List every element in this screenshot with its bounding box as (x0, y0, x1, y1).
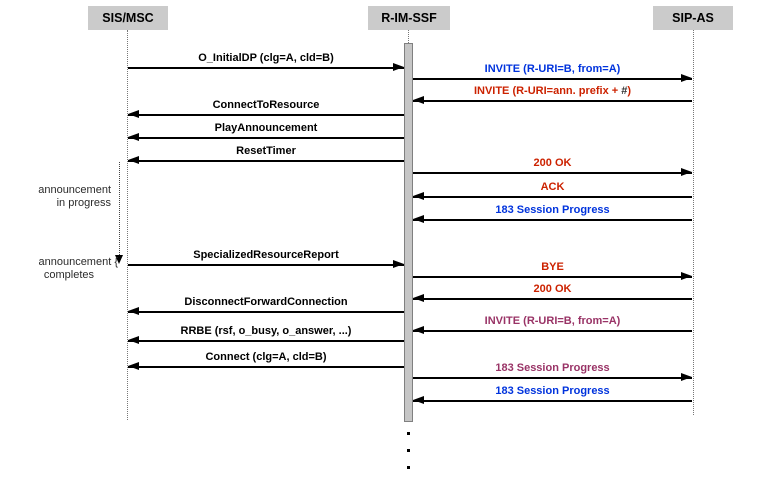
annotation-announcement-in-progress: announcement in progress (0, 184, 111, 210)
message-label: Connect (clg=A, cld=B) (128, 350, 404, 364)
message-label-part: INVITE (R-URI=B, from=A) (484, 315, 621, 327)
message-label-part: Connect (clg=A, cld=B) (205, 351, 327, 363)
arrowhead-left-icon (128, 156, 139, 164)
message-label-part: 183 Session Progress (495, 204, 610, 216)
message-label: BYE (413, 260, 692, 274)
arrowhead-right-icon (681, 373, 692, 381)
message-label: ACK (413, 180, 692, 194)
message-label-part: DisconnectForwardConnection (184, 296, 348, 308)
message-label: INVITE (R-URI=ann. prefix + #) (413, 84, 692, 98)
arrowhead-left-icon (413, 294, 424, 302)
message-line (128, 311, 404, 313)
message-line (413, 172, 692, 174)
message-label-part: 183 Session Progress (495, 362, 610, 374)
continuation-dot (407, 449, 410, 452)
arrowhead-right-icon (681, 168, 692, 176)
arrowhead-left-icon (128, 110, 139, 118)
arrowhead-left-icon (413, 326, 424, 334)
message-label-part: O_InitialDP (clg=A, cld=B) (198, 52, 334, 64)
actor-box-r-im-ssf: R-IM-SSF (368, 6, 450, 30)
continuation-dot (407, 466, 410, 469)
arrow-down-icon (115, 255, 123, 264)
message-line (413, 196, 692, 198)
message-line (413, 78, 692, 80)
message-label-part: INVITE (R-URI=ann. prefix + (473, 85, 622, 97)
annotation-line: in progress (56, 197, 111, 209)
message-label-part: ConnectToResource (212, 99, 320, 111)
message-label: O_InitialDP (clg=A, cld=B) (128, 51, 404, 65)
annotation-line: announcement { (38, 256, 118, 268)
message-label-part: SpecializedResourceReport (193, 249, 339, 261)
message-label-part: ACK (540, 181, 565, 193)
message-line (413, 276, 692, 278)
arrowhead-right-icon (393, 260, 404, 268)
lifeline-r-im-ssf (408, 30, 409, 43)
message-line (413, 330, 692, 332)
message-label-part: RRBE (rsf, o_busy, o_answer, ...) (180, 325, 352, 337)
message-line (128, 340, 404, 342)
arrowhead-right-icon (393, 63, 404, 71)
message-label-part: PlayAnnouncement (214, 122, 318, 134)
lifeline-sis-msc (127, 30, 128, 420)
actor-box-sis-msc: SIS/MSC (88, 6, 168, 30)
arrowhead-left-icon (128, 336, 139, 344)
message-line (413, 100, 692, 102)
arrowhead-left-icon (128, 362, 139, 370)
message-label: DisconnectForwardConnection (128, 295, 404, 309)
message-label-part: BYE (541, 261, 564, 273)
message-label-part: 183 Session Progress (495, 385, 610, 397)
message-label-part: ResetTimer (236, 145, 296, 157)
arrowhead-right-icon (681, 74, 692, 82)
message-line (413, 298, 692, 300)
continuation-dot (407, 432, 410, 435)
activation-bar-r-im-ssf (404, 43, 413, 422)
arrowhead-left-icon (413, 96, 424, 104)
announcement-duration-dotted-line (119, 162, 120, 255)
message-line (128, 264, 404, 266)
message-line (413, 377, 692, 379)
message-line (413, 219, 692, 221)
actor-box-sip-as: SIP-AS (653, 6, 733, 30)
message-label: 183 Session Progress (413, 384, 692, 398)
message-line (128, 366, 404, 368)
message-label: RRBE (rsf, o_busy, o_answer, ...) (128, 324, 404, 338)
arrowhead-left-icon (413, 192, 424, 200)
message-label-part: INVITE (R-URI=B, from=A) (484, 63, 621, 75)
annotation-line: announcement (38, 184, 111, 196)
message-label: ResetTimer (128, 144, 404, 158)
message-label: INVITE (R-URI=B, from=A) (413, 314, 692, 328)
message-label: 200 OK (413, 282, 692, 296)
message-label-part: # (621, 85, 628, 97)
message-label: INVITE (R-URI=B, from=A) (413, 62, 692, 76)
arrowhead-left-icon (128, 307, 139, 315)
message-label: 200 OK (413, 156, 692, 170)
message-label: ConnectToResource (128, 98, 404, 112)
message-label-part: 200 OK (533, 283, 572, 295)
message-label: SpecializedResourceReport (128, 248, 404, 262)
arrowhead-right-icon (681, 272, 692, 280)
annotation-announcement-completes: announcement { completes (8, 256, 118, 282)
message-label-part: 200 OK (533, 157, 572, 169)
message-label-part: ) (627, 85, 632, 97)
arrowhead-left-icon (413, 215, 424, 223)
message-line (128, 67, 404, 69)
annotation-line: completes (43, 269, 94, 281)
lifeline-sip-as (693, 30, 694, 415)
message-label: 183 Session Progress (413, 203, 692, 217)
message-line (413, 400, 692, 402)
message-label: PlayAnnouncement (128, 121, 404, 135)
arrowhead-left-icon (128, 133, 139, 141)
message-line (128, 137, 404, 139)
message-line (128, 114, 404, 116)
message-label: 183 Session Progress (413, 361, 692, 375)
message-line (128, 160, 404, 162)
arrowhead-left-icon (413, 396, 424, 404)
